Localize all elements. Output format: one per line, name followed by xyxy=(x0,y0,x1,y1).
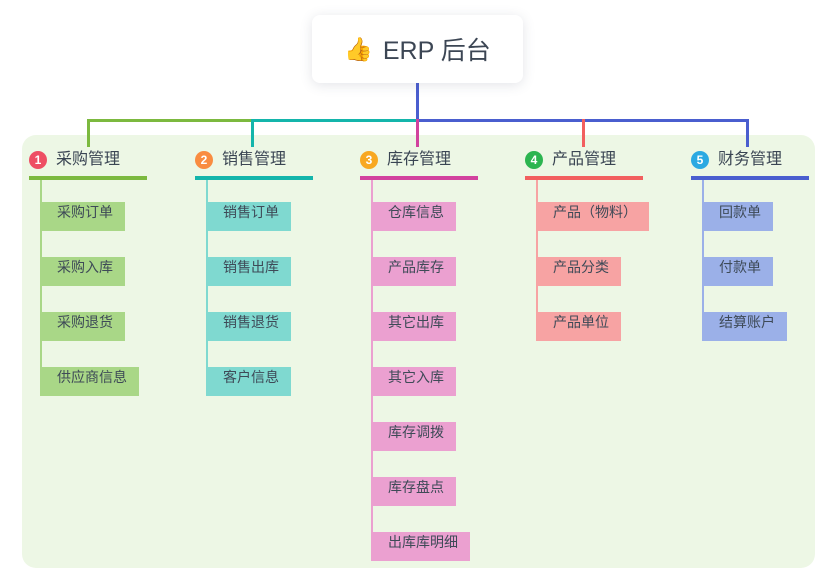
branch-label: 销售管理 xyxy=(222,151,287,168)
child-node[interactable]: 销售出库 xyxy=(206,257,291,286)
branch-label: 采购管理 xyxy=(56,151,121,168)
branch-node-2[interactable]: 2 销售管理 xyxy=(195,149,313,180)
branch-label: 库存管理 xyxy=(387,151,452,168)
root-node[interactable]: 👍 ERP 后台 xyxy=(312,15,523,83)
branch-node-1[interactable]: 1 采购管理 xyxy=(29,149,147,180)
thumbs-up-icon: 👍 xyxy=(344,35,373,62)
branch-drop-1 xyxy=(87,119,90,147)
root-node-title: ERP 后台 xyxy=(382,37,491,65)
child-node[interactable]: 其它入库 xyxy=(371,367,456,396)
child-node[interactable]: 销售订单 xyxy=(206,202,291,231)
bus-segment-teal xyxy=(253,119,417,122)
child-node[interactable]: 客户信息 xyxy=(206,367,291,396)
child-node[interactable]: 采购订单 xyxy=(40,202,125,231)
root-connector xyxy=(416,83,419,122)
badge-1-icon: 1 xyxy=(29,150,47,169)
child-node[interactable]: 供应商信息 xyxy=(40,367,139,396)
branch-drop-2 xyxy=(251,119,254,147)
child-node[interactable]: 其它出库 xyxy=(371,312,456,341)
child-node[interactable]: 出库库明细 xyxy=(371,532,470,561)
branch-label: 产品管理 xyxy=(552,151,617,168)
badge-2-icon: 2 xyxy=(195,150,213,169)
child-node[interactable]: 付款单 xyxy=(702,257,773,286)
bus-segment-green xyxy=(87,119,253,122)
child-node[interactable]: 销售退货 xyxy=(206,312,291,341)
child-node[interactable]: 库存调拨 xyxy=(371,422,456,451)
branch-label: 财务管理 xyxy=(718,151,783,168)
child-node[interactable]: 采购入库 xyxy=(40,257,125,286)
child-node[interactable]: 结算账户 xyxy=(702,312,787,341)
branch-node-5[interactable]: 5 财务管理 xyxy=(691,149,809,180)
child-node[interactable]: 仓库信息 xyxy=(371,202,456,231)
child-node[interactable]: 回款单 xyxy=(702,202,773,231)
child-node[interactable]: 产品分类 xyxy=(536,257,621,286)
badge-4-icon: 4 xyxy=(525,150,543,169)
branch-trunk-2 xyxy=(206,178,208,396)
child-node[interactable]: 采购退货 xyxy=(40,312,125,341)
branch-drop-4 xyxy=(582,119,585,147)
child-node[interactable]: 库存盘点 xyxy=(371,477,456,506)
child-node[interactable]: 产品（物料） xyxy=(536,202,649,231)
badge-5-icon: 5 xyxy=(691,150,709,169)
branch-trunk-1 xyxy=(40,178,42,396)
child-node[interactable]: 产品库存 xyxy=(371,257,456,286)
branch-node-3[interactable]: 3 库存管理 xyxy=(360,149,478,180)
badge-3-icon: 3 xyxy=(360,150,378,169)
branch-drop-3 xyxy=(416,119,419,147)
child-node[interactable]: 产品单位 xyxy=(536,312,621,341)
branch-node-4[interactable]: 4 产品管理 xyxy=(525,149,643,180)
branch-drop-5 xyxy=(746,119,749,147)
